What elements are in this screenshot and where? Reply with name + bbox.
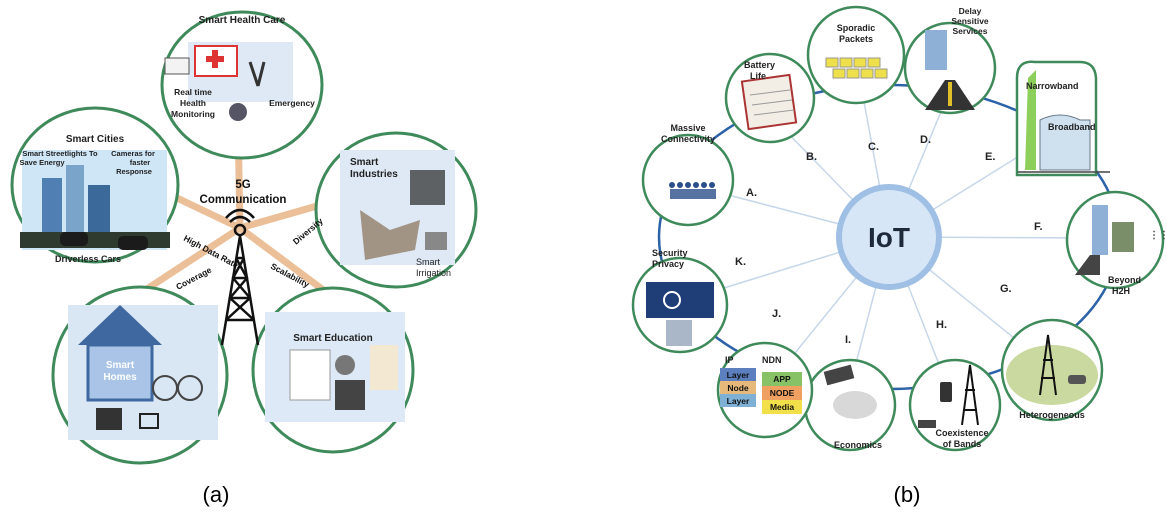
industries-label-1: Smart bbox=[416, 257, 441, 267]
health-label-2: Health bbox=[180, 98, 206, 108]
coexist-label-2: of Bands bbox=[943, 439, 982, 449]
ip-layer-2: Node bbox=[727, 383, 749, 393]
homes-title-2: Homes bbox=[103, 372, 137, 383]
letter-k: K. bbox=[735, 256, 746, 268]
h2h-label-2: H2H bbox=[1112, 286, 1130, 296]
node-beyond-h2h: Beyond H2H ⋮⋮ bbox=[1065, 190, 1167, 296]
ip-layer-3: Layer bbox=[727, 396, 750, 406]
delay-label-2: Sensitive bbox=[951, 16, 989, 26]
education-title: Smart Education bbox=[293, 333, 372, 344]
economics-label: Economics bbox=[834, 440, 882, 450]
node-ip-ndn-stack: IP NDN Layer Node Layer APP NODE Media bbox=[716, 341, 814, 439]
cities-title: Smart Cities bbox=[66, 134, 125, 145]
node-security-privacy: Security Privacy bbox=[631, 248, 729, 354]
industries-title-2: Industries bbox=[350, 169, 398, 180]
node-heterogeneous: Heterogeneous bbox=[1000, 318, 1104, 422]
node-economics: Economics bbox=[803, 358, 897, 452]
caption-a: (a) bbox=[203, 482, 230, 507]
letter-d: D. bbox=[920, 134, 931, 146]
ip-header: IP bbox=[725, 355, 734, 365]
narrowband-label: Narrowband bbox=[1026, 81, 1079, 91]
coexist-label-1: Coexistence bbox=[935, 428, 988, 438]
center-5g: 5G bbox=[235, 179, 250, 191]
ndn-layer-3: Media bbox=[770, 402, 794, 412]
node-narrowband-broadband: Narrowband Broadband bbox=[1015, 60, 1110, 177]
ip-layer-1: Layer bbox=[727, 370, 750, 380]
cities-label-streetlights: Smart Streetlights To bbox=[22, 149, 98, 158]
node-smart-health-care: Smart Health Care Real time Health Monit… bbox=[160, 10, 324, 160]
letter-j: J. bbox=[772, 308, 781, 320]
center-communication: Communication bbox=[200, 194, 287, 206]
security-label-1: Security bbox=[652, 248, 688, 258]
letter-c: C. bbox=[868, 141, 879, 153]
sporadic-label-1: Sporadic bbox=[837, 23, 876, 33]
node-massive-connectivity: Massive Connectivity bbox=[641, 123, 735, 227]
cities-label-cameras: Cameras for bbox=[111, 149, 155, 158]
node-delay-sensitive: Delay Sensitive Services bbox=[903, 6, 997, 115]
panel-a: Smart Health Care Real time Health Monit… bbox=[10, 10, 478, 465]
node-smart-industries: Smart Industries Smart Irrigation bbox=[314, 131, 478, 289]
node-coexistence: Coexistence of Bands bbox=[908, 358, 1002, 452]
tower-icon bbox=[220, 208, 260, 346]
ray-label-high-data: High Data Rate bbox=[182, 233, 240, 270]
letter-f: F. bbox=[1034, 221, 1043, 233]
cities-label-energy: Save Energy bbox=[19, 158, 65, 167]
hetero-label: Heterogeneous bbox=[1019, 410, 1085, 420]
delay-label-3: Services bbox=[953, 26, 988, 36]
industries-title-1: Smart bbox=[350, 157, 379, 168]
iot-hub bbox=[836, 184, 942, 290]
health-title: Smart Health Care bbox=[199, 15, 286, 26]
massive-label-1: Massive bbox=[670, 123, 705, 133]
panel-b: IoT A. B. C. D. E. F. G. H. I. J. K. Mas… bbox=[631, 5, 1167, 452]
letter-i: I. bbox=[845, 334, 851, 346]
node-sporadic-packets: Sporadic Packets bbox=[806, 5, 906, 105]
ndn-layer-1: APP bbox=[773, 374, 791, 384]
battery-label-2: Life bbox=[750, 71, 766, 81]
letter-e: E. bbox=[985, 151, 995, 163]
massive-label-2: Connectivity bbox=[661, 134, 715, 144]
battery-label-1: Battery bbox=[744, 60, 775, 70]
delay-label-1: Delay bbox=[959, 6, 982, 16]
caption-b: (b) bbox=[894, 482, 921, 507]
health-label-3: Monitoring bbox=[171, 109, 215, 119]
ndn-layer-2: NODE bbox=[770, 388, 795, 398]
cities-label-driverless: Driverless Cars bbox=[55, 254, 121, 264]
letter-h: H. bbox=[936, 319, 947, 331]
dots-icon: ⋮⋮ bbox=[1149, 230, 1167, 241]
health-label-emergency: Emergency bbox=[269, 98, 315, 108]
broadband-label: Broadband bbox=[1048, 122, 1096, 132]
sporadic-label-2: Packets bbox=[839, 34, 873, 44]
letter-a: A. bbox=[746, 187, 757, 199]
node-smart-homes: Smart Homes bbox=[51, 285, 229, 465]
node-smart-cities: Smart Cities Smart Streetlights To Save … bbox=[10, 106, 180, 264]
health-label-1: Real time bbox=[174, 87, 212, 97]
ndn-header: NDN bbox=[762, 355, 782, 365]
node-battery-life: Battery Life bbox=[724, 52, 816, 144]
cities-label-faster: faster bbox=[130, 158, 151, 167]
iot-center-label: IoT bbox=[868, 222, 910, 253]
industries-label-2: Irrigation bbox=[416, 268, 451, 278]
h2h-label-1: Beyond bbox=[1108, 275, 1141, 285]
cities-label-response: Response bbox=[116, 167, 152, 176]
node-smart-education: Smart Education bbox=[251, 286, 415, 454]
letter-b: B. bbox=[806, 151, 817, 163]
letter-g: G. bbox=[1000, 283, 1012, 295]
homes-title-1: Smart bbox=[106, 360, 135, 371]
security-label-2: Privacy bbox=[652, 259, 684, 269]
